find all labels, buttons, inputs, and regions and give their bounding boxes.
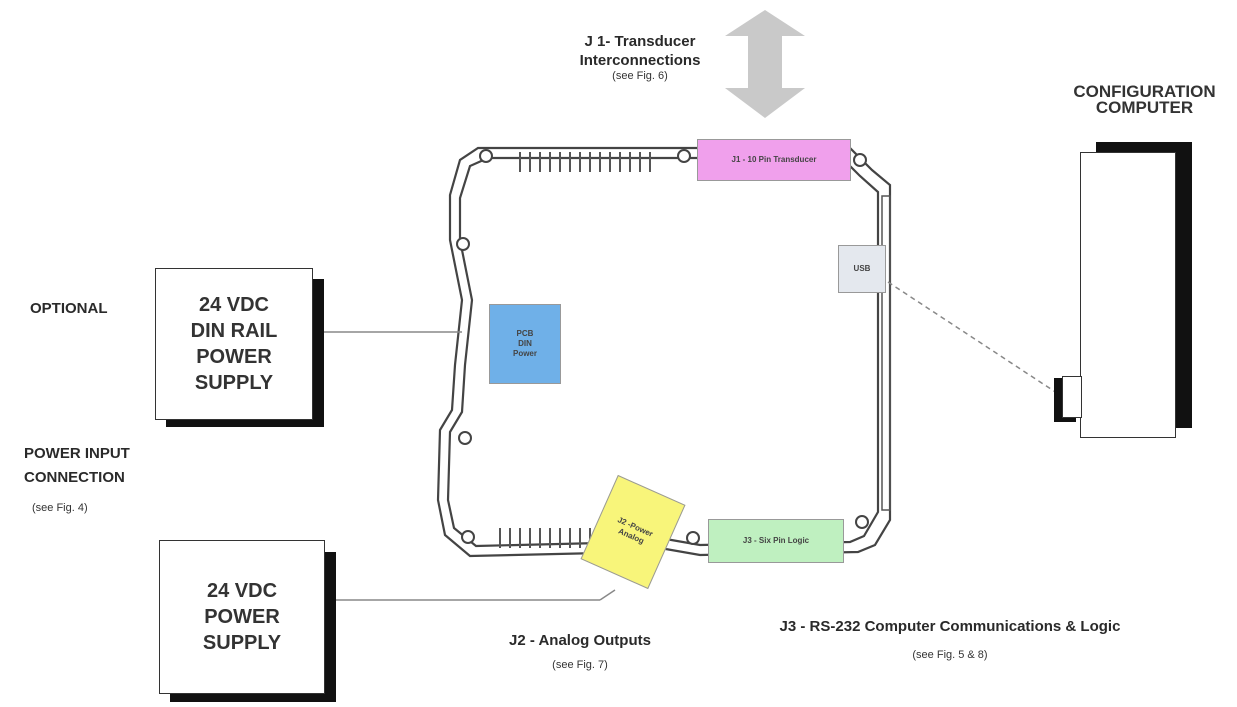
double-arrow-icon — [725, 10, 805, 118]
j2-figure-ref: (see Fig. 7) — [552, 659, 608, 671]
configuration-computer — [1080, 152, 1176, 438]
j1-figure-ref: (see Fig. 6) — [612, 70, 668, 82]
j1-label-line2: Interconnections — [579, 52, 701, 69]
j1-connector: J1 - 10 Pin Transducer — [697, 139, 851, 181]
power-input-figure-ref: (see Fig. 4) — [32, 502, 88, 514]
usb-cable — [887, 281, 1061, 396]
power-input-label: POWER INPUT CONNECTION (see Fig. 4) — [24, 442, 174, 514]
j3-figure-ref: (see Fig. 5 & 8) — [912, 649, 988, 661]
j3-connector: J3 - Six Pin Logic — [708, 519, 844, 563]
din-supply-line2: DIN RAIL — [190, 320, 278, 342]
pcb-line2: DIN — [518, 339, 532, 348]
j1-label: J 1- Transducer Interconnections (see Fi… — [555, 32, 725, 82]
enclosure-side-rail — [881, 195, 891, 511]
pcb-din-power-connector: PCB DIN Power — [489, 304, 561, 384]
computer-label-line2: COMPUTER — [1095, 98, 1194, 117]
j1-label-line1: J 1- Transducer — [584, 33, 696, 50]
j3-label: J3 - RS-232 Computer Communications & Lo… — [730, 618, 1170, 661]
power-supply: 24 VDC POWER SUPPLY — [159, 540, 325, 694]
screw-hole-icons — [456, 149, 869, 545]
enclosure-ribs-bottom — [499, 528, 591, 548]
power-input-line1: POWER INPUT — [24, 445, 130, 462]
supply-line3: SUPPLY — [202, 632, 282, 654]
pcb-line3: Power — [512, 349, 537, 358]
din-supply-line4: SUPPLY — [194, 372, 274, 394]
j2-label-text: J2 - Analog Outputs — [509, 632, 651, 649]
supply-line2: POWER — [204, 606, 280, 628]
optional-label: OPTIONAL — [30, 300, 108, 317]
j2-label: J2 - Analog Outputs (see Fig. 7) — [480, 632, 680, 671]
din-rail-power-supply: 24 VDC DIN RAIL POWER SUPPLY — [155, 268, 313, 420]
computer-label-line1: CONFIGURATION — [1073, 82, 1216, 101]
din-supply-line3: POWER — [196, 346, 272, 368]
supply-line1: 24 VDC — [206, 580, 278, 602]
usb-connector: USB — [838, 245, 886, 293]
din-supply-line1: 24 VDC — [198, 294, 269, 316]
j3-label-text: J3 - RS-232 Computer Communications & Lo… — [779, 618, 1121, 635]
power-input-line2: CONNECTION — [24, 469, 125, 486]
enclosure-ribs-top — [519, 152, 651, 172]
computer-usb-port-icon — [1062, 376, 1082, 418]
computer-label: CONFIGURATION COMPUTER — [1052, 82, 1237, 117]
pcb-line1: PCB — [516, 329, 534, 338]
supply-wire-end — [599, 589, 616, 601]
